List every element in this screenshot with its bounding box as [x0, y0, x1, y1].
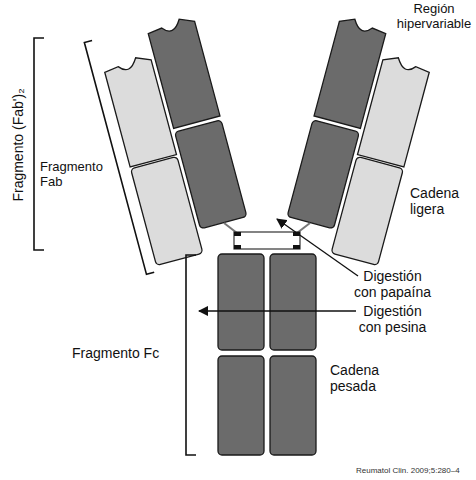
light-variable-domain — [103, 54, 176, 167]
fragment-label: Fragmento (Fab')₂ — [7, 45, 29, 245]
disulfide-bond — [234, 232, 241, 236]
fab-arm-mirror — [281, 15, 438, 265]
fc-domain — [218, 254, 264, 350]
fragment-label: Fragmento Fc — [72, 345, 182, 361]
fab-arm — [84, 14, 254, 275]
fab-bracket — [84, 40, 154, 274]
pepsin-arrow — [199, 310, 356, 311]
fragment-label: Fragmento Fab — [40, 160, 112, 190]
chain-label: Cadena pesada — [330, 362, 400, 394]
digestion-label: Digestión con pesina — [352, 303, 433, 335]
disulfide-bond — [234, 245, 241, 249]
light-constant-domain — [331, 156, 403, 265]
digestion-label: Digestión con papaína — [352, 268, 433, 300]
fc-domain — [218, 356, 264, 455]
light-variable-domain — [358, 54, 431, 167]
fc-bracket — [186, 255, 196, 455]
fc-domain — [270, 356, 316, 455]
fab2-bracket — [34, 38, 44, 250]
hinge-region — [234, 232, 300, 249]
fab-arm — [281, 15, 438, 265]
papain-arrow — [277, 219, 358, 276]
fc-domain — [270, 254, 316, 350]
chain-label: Cadena ligera — [410, 185, 470, 217]
disulfide-bond — [293, 245, 300, 249]
source-watermark: Reumatol Clin. 2009;5:280–4 — [356, 466, 476, 475]
light-constant-domain — [131, 156, 203, 265]
region-label: Región hipervariable — [392, 2, 476, 32]
